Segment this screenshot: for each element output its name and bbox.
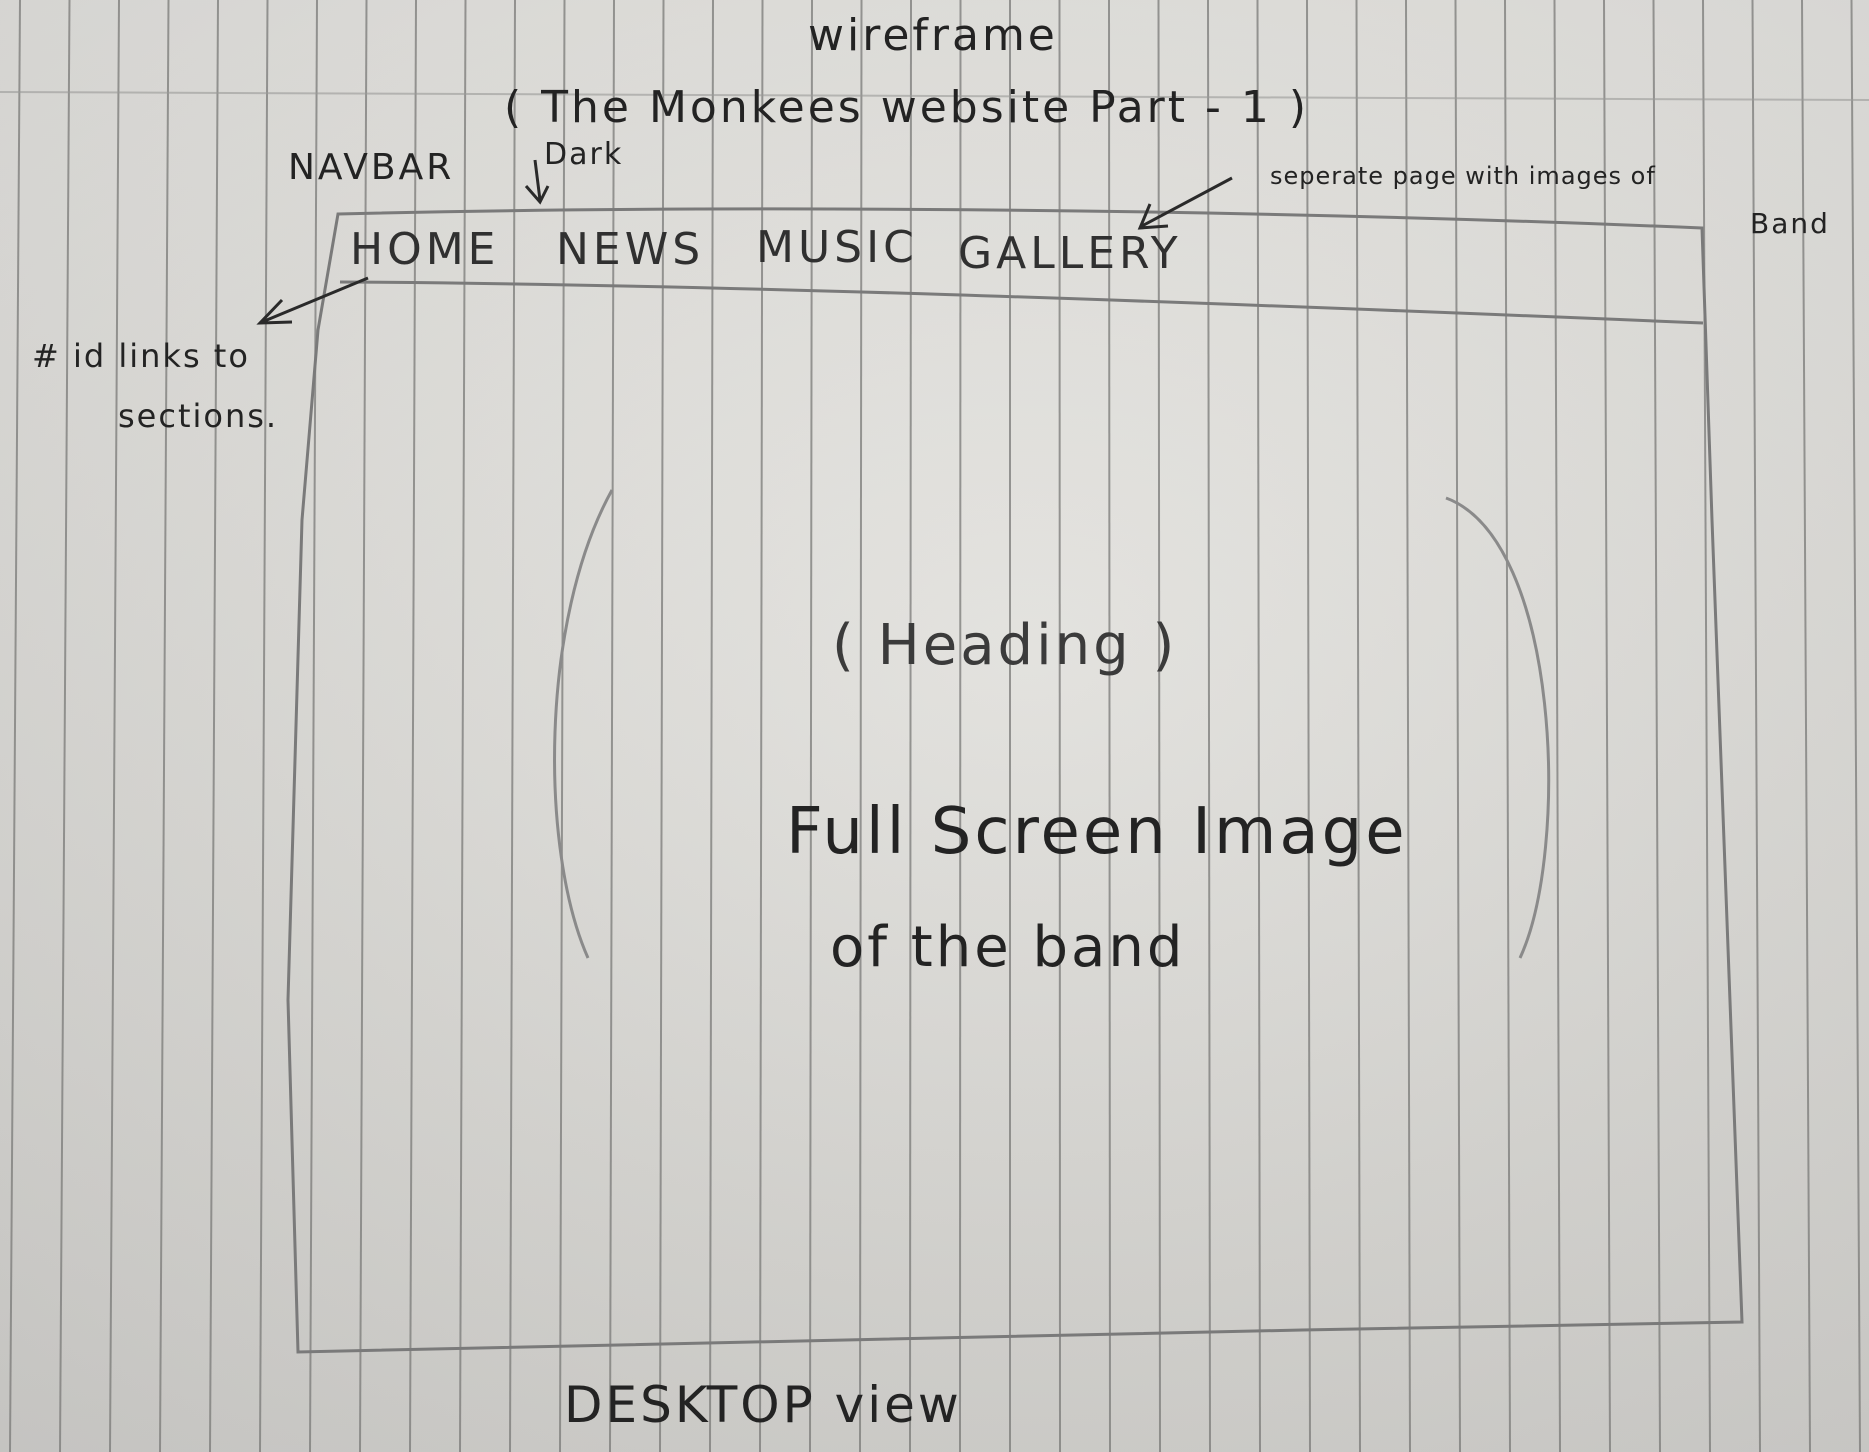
rule-line: [659, 0, 665, 1452]
rule-line: [1355, 0, 1361, 1452]
hero-caption-line2: of the band: [830, 915, 1186, 980]
rule-line: [559, 0, 566, 1452]
hero-bracket-right: [1445, 496, 1551, 959]
rule-line: [359, 0, 368, 1452]
rule-line: [59, 0, 71, 1452]
rule-line: [1256, 0, 1261, 1452]
rule-line: [1801, 0, 1811, 1452]
rule-line: [1702, 0, 1711, 1452]
rule-line: [209, 0, 219, 1452]
rule-line: [409, 0, 417, 1452]
rule-line: [1405, 0, 1411, 1452]
id-links-annotation-line1: # id links to: [32, 337, 250, 375]
rule-line: [259, 0, 269, 1452]
rule-line: [1603, 0, 1611, 1452]
navbar-divider: [339, 280, 1704, 325]
hero-caption-line1: Full Screen Image: [786, 795, 1408, 869]
gallery-annotation-line2: Band: [1750, 207, 1830, 240]
hero-heading: ( Heading ): [832, 613, 1178, 678]
rule-line: [159, 0, 170, 1452]
rule-line: [459, 0, 467, 1452]
navbar-arrow: [524, 159, 550, 205]
wireframe-title: wireframe: [808, 10, 1058, 61]
rule-line: [909, 0, 912, 1452]
rule-line: [309, 0, 318, 1452]
rule-line: [1306, 0, 1311, 1452]
dark-annotation: Dark: [544, 137, 624, 172]
rule-line: [1553, 0, 1561, 1452]
nav-item-news[interactable]: NEWS: [556, 224, 705, 275]
rule-line: [1504, 0, 1511, 1452]
desktop-view-caption: DESKTOP view: [564, 1376, 962, 1434]
rule-line: [609, 0, 615, 1452]
id-links-arrow: [256, 276, 369, 325]
nav-item-home[interactable]: HOME: [350, 224, 500, 275]
rule-line: [959, 0, 962, 1452]
page-frame: [286, 207, 1744, 1354]
nav-item-gallery[interactable]: GALLERY: [958, 228, 1182, 279]
rule-line: [1108, 0, 1111, 1452]
gallery-arrow: [1137, 176, 1233, 230]
rule-line: [9, 0, 21, 1452]
rule-line: [1454, 0, 1461, 1452]
wireframe-subtitle: ( The Monkees website Part - 1 ): [504, 82, 1310, 133]
nav-item-music[interactable]: MUSIC: [756, 222, 918, 273]
hero-bracket-left: [553, 489, 614, 959]
rule-line: [1751, 0, 1761, 1452]
rule-line: [709, 0, 714, 1452]
rule-line: [509, 0, 516, 1452]
navbar-annotation: NAVBAR: [288, 147, 455, 188]
rule-line: [809, 0, 813, 1452]
rule-line: [1058, 0, 1061, 1452]
rule-line: [1850, 0, 1861, 1452]
rule-line: [109, 0, 120, 1452]
rule-line: [1207, 0, 1211, 1452]
rule-line: [1157, 0, 1161, 1452]
rule-line: [759, 0, 764, 1452]
rule-line: [1652, 0, 1661, 1452]
id-links-annotation-line2: sections.: [118, 397, 279, 435]
gallery-annotation-line1: seperate page with images of: [1270, 162, 1656, 190]
rule-line: [859, 0, 863, 1452]
